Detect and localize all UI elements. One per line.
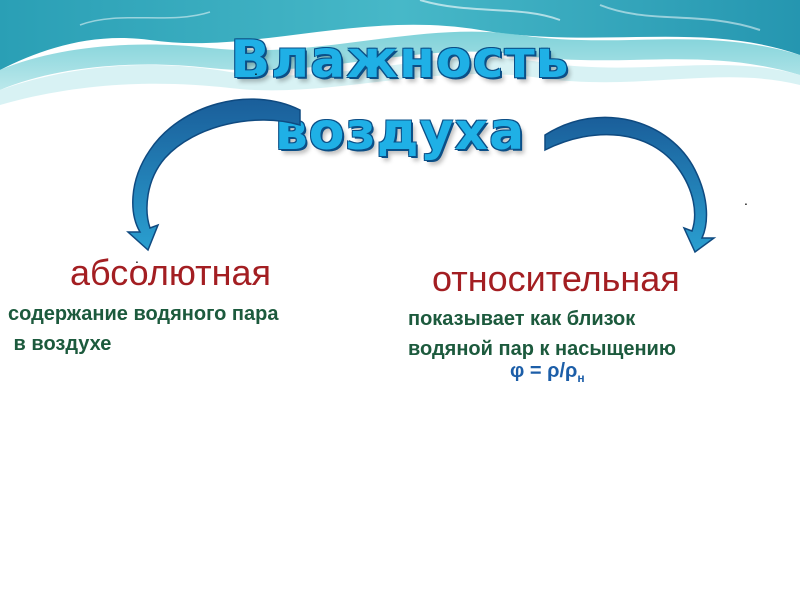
absolute-humidity-desc-line-2: в воздухе	[8, 333, 112, 355]
absolute-humidity-desc-line-1: содержание водяного пара	[8, 303, 279, 325]
title-line-1: Влажность	[230, 30, 570, 90]
stray-dot-3: .	[135, 250, 139, 266]
left-curved-arrow-icon	[126, 98, 301, 252]
formula-subscript: н	[577, 371, 585, 385]
relative-humidity-heading: относительная	[432, 258, 680, 299]
stray-dot-2: .	[744, 192, 748, 208]
title-line-2: воздуха	[274, 102, 526, 162]
stray-dot-1: .	[254, 62, 258, 78]
formula-main: φ = ρ/ρ	[510, 360, 578, 382]
header-wave-decoration	[0, 0, 800, 105]
relative-humidity-formula: φ = ρ/ρн	[510, 360, 585, 385]
relative-humidity-desc-line-2: водяной пар к насыщению	[408, 338, 676, 360]
relative-humidity-desc-line-1: показывает как близок	[408, 308, 636, 330]
absolute-humidity-heading: абсолютная	[70, 252, 271, 293]
right-curved-arrow-icon	[544, 116, 717, 254]
